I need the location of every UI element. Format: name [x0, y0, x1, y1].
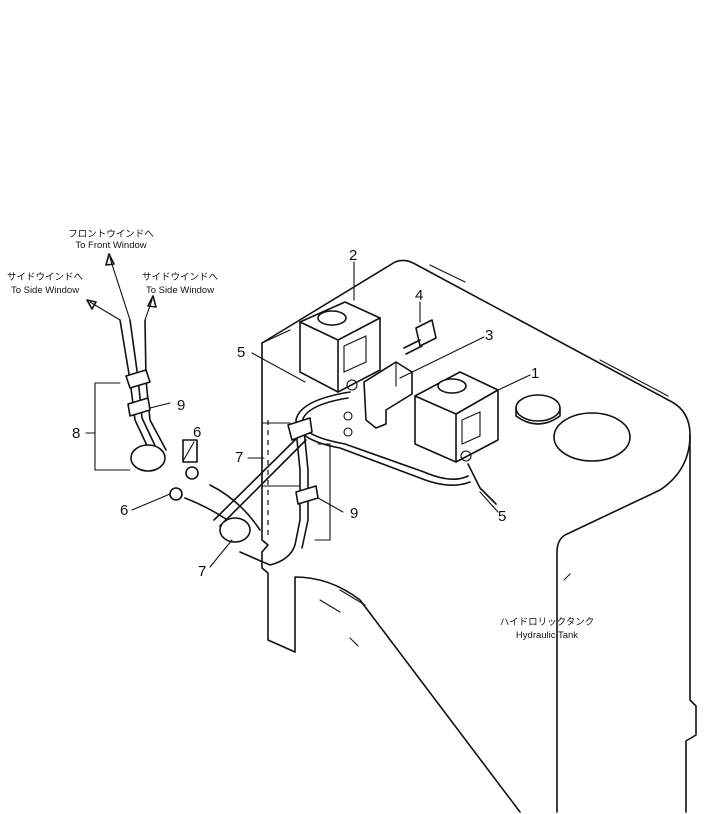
washer-tank-1 [414, 371, 499, 463]
hydraulic-tank-label-en: Hydraulic Tank [516, 630, 578, 641]
front-window-label-en: To Front Window [75, 240, 146, 251]
callout-4: 4 [415, 287, 423, 304]
side-window-right-label-en: To Side Window [146, 285, 214, 296]
side-window-left-label-jp: サイドウインドへ [7, 272, 84, 283]
hydraulic-tank [261, 259, 697, 813]
callout-brackets [94, 382, 331, 541]
callout-9-upper: 9 [177, 397, 185, 414]
side-window-right-label-jp: サイドウインドへ [142, 272, 219, 283]
callout-9-lower: 9 [350, 505, 358, 522]
leader-lines [85, 261, 531, 568]
side-window-left-label-en: To Side Window [11, 285, 79, 296]
washer-tank-2 [299, 301, 381, 393]
bolt-4 [403, 319, 437, 355]
callout-7-lower: 7 [198, 563, 206, 580]
callout-5-upper: 5 [237, 344, 245, 361]
callout-numbers: 1 2 3 4 5 5 6 6 7 7 8 9 9 [72, 247, 539, 580]
callout-5-lower: 5 [498, 508, 506, 525]
callout-3: 3 [485, 327, 493, 344]
callout-1: 1 [531, 365, 539, 382]
direction-arrows [86, 253, 157, 321]
front-window-label-jp: フロントウインドへ [68, 229, 154, 240]
text-labels: フロントウインドへ To Front Window サイドウインドへ To Si… [7, 229, 594, 641]
callout-7-upper: 7 [235, 449, 243, 466]
callout-2: 2 [349, 247, 357, 264]
hydraulic-tank-label-jp: ハイドロリックタンク [500, 617, 594, 628]
callout-6-upper: 6 [193, 424, 201, 441]
connectors [125, 369, 319, 543]
callout-8: 8 [72, 425, 80, 442]
callout-6-lower: 6 [120, 502, 128, 519]
hoses [119, 319, 497, 566]
